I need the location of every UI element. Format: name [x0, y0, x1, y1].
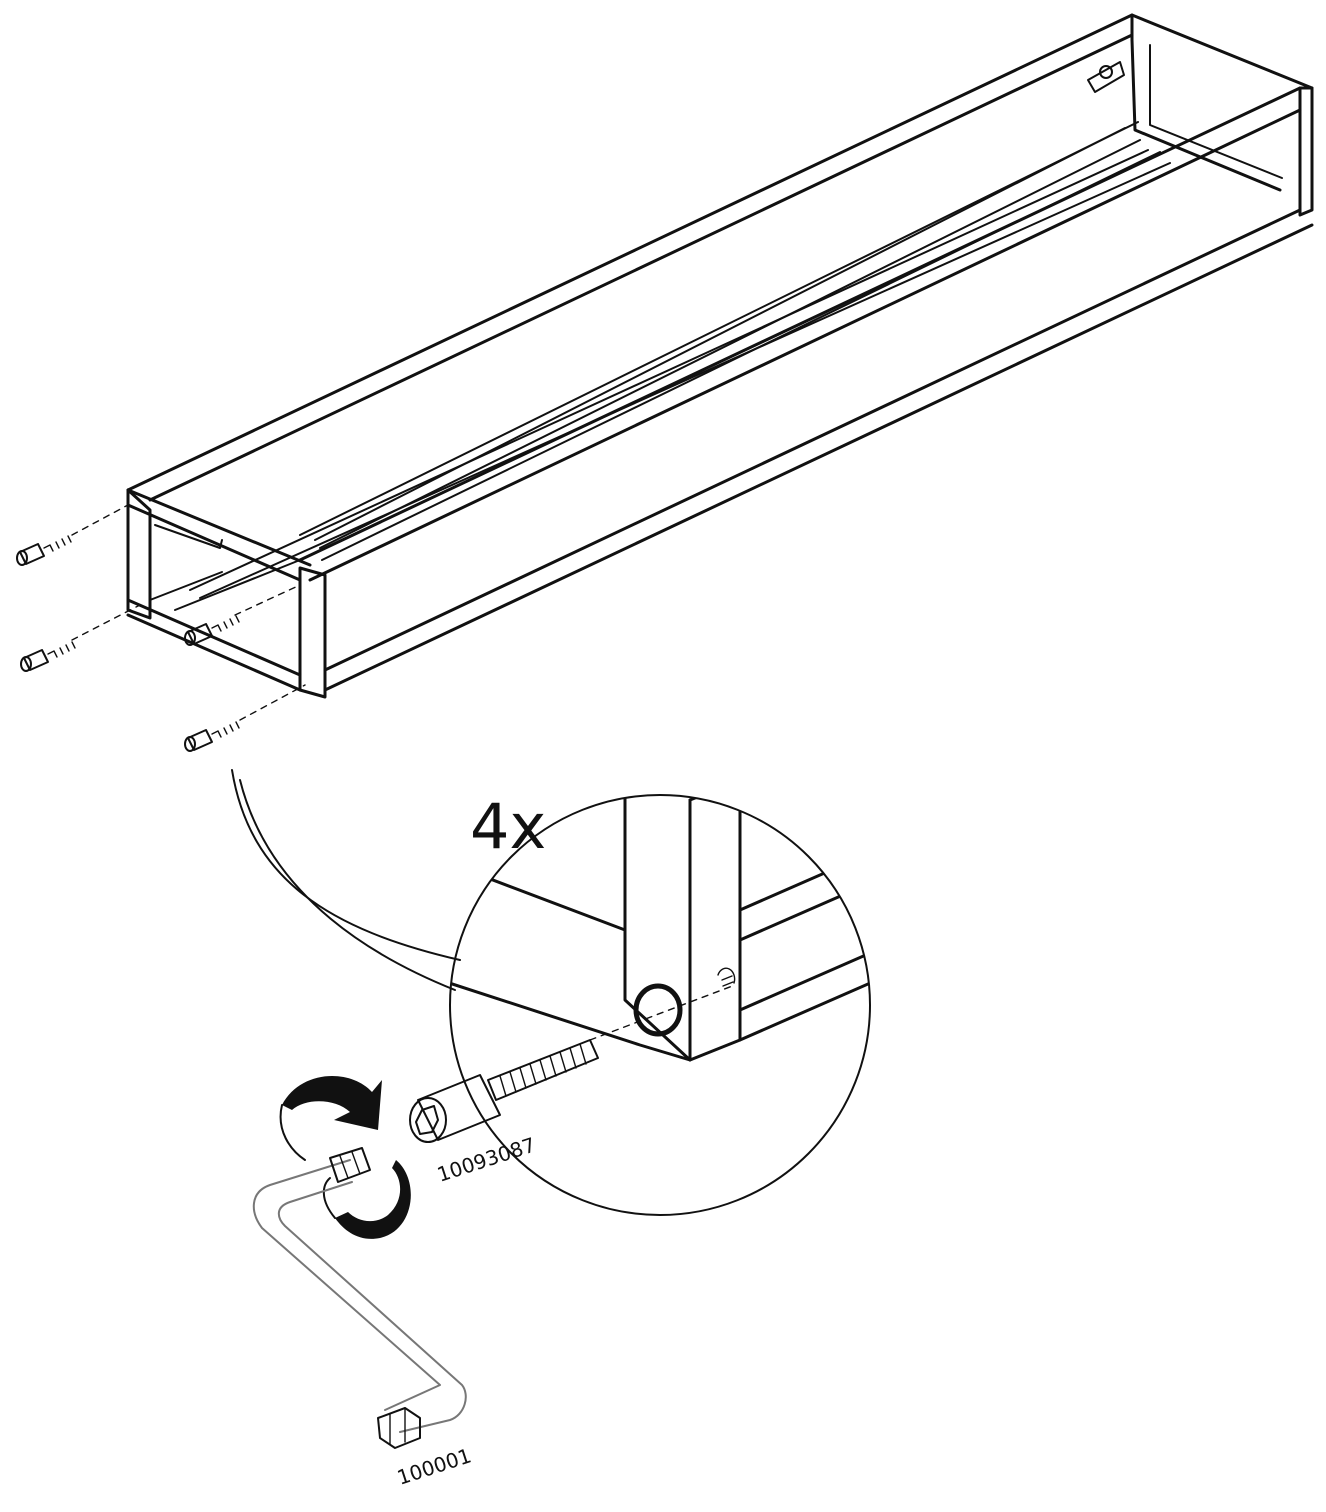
callout-leader — [239, 779, 456, 991]
detail-circle — [449, 794, 871, 1216]
screw-icon — [184, 684, 306, 752]
key-part-number: 100001 — [394, 1443, 474, 1489]
screw-icon — [16, 504, 129, 566]
quantity-label: 4x — [470, 790, 546, 863]
screw-set-overview — [16, 504, 306, 752]
screw-icon — [184, 584, 301, 646]
detail-zoom: 4x — [449, 790, 871, 1216]
rotate-clockwise-arrow-icon — [279, 1076, 411, 1239]
bolt-part-number: 10093087 — [434, 1132, 538, 1186]
allen-key-icon — [252, 1147, 467, 1449]
socket-cap-bolt-icon — [409, 1039, 599, 1143]
screw-icon — [20, 604, 141, 672]
towel-rack-frame — [126, 13, 1314, 699]
